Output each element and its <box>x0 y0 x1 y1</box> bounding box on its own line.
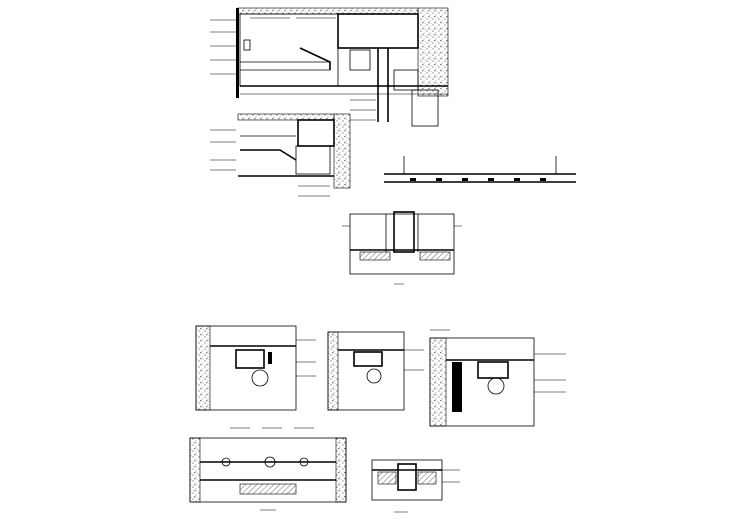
detail-9-frame <box>371 459 443 501</box>
detail-1-large-ceiling-section <box>210 7 449 127</box>
detail-7-cornice-section <box>429 329 566 427</box>
detail-2-light-housing <box>295 145 331 175</box>
detail-9-small-joint-section <box>371 459 460 513</box>
detail-3-clip <box>462 178 468 181</box>
detail-6-frame <box>327 331 405 411</box>
detail-5-profile <box>235 349 265 369</box>
detail-6-cornice-section <box>327 331 424 411</box>
detail-7-profile <box>477 361 509 379</box>
detail-3-suspended-rail-elevation <box>384 156 576 183</box>
detail-1-duct-box <box>337 13 419 49</box>
detail-6-concrete-wall <box>327 331 339 411</box>
detail-2-wall-junction-section <box>210 113 351 197</box>
detail-7-concrete-wall <box>429 337 447 427</box>
detail-1-concrete-wall <box>417 7 449 97</box>
detail-8-fixture <box>299 457 309 467</box>
detail-5-hanger <box>268 352 272 364</box>
detail-1-fixture <box>243 39 251 51</box>
detail-2-concrete-wall <box>333 113 351 189</box>
detail-3-clip <box>488 178 494 181</box>
detail-2-slope-line <box>240 149 297 161</box>
detail-6-profile <box>353 351 383 367</box>
detail-4-frame <box>349 213 455 275</box>
detail-1-left-edge <box>236 8 239 98</box>
detail-6-light-fixture <box>366 368 382 384</box>
detail-1-box <box>393 69 419 91</box>
detail-3-clip <box>514 178 520 181</box>
detail-8-fixture <box>221 457 231 467</box>
detail-8-wide-ceiling-section <box>189 427 347 511</box>
detail-5-light-fixture <box>251 369 269 387</box>
detail-7-light-fixture <box>487 377 505 395</box>
detail-1-concrete-slab <box>237 7 419 15</box>
detail-3-clip <box>410 178 416 181</box>
detail-8-concrete-wall-left <box>189 437 201 503</box>
detail-4-joint-profile <box>393 211 415 253</box>
detail-8-insulation <box>239 483 297 495</box>
detail-8-concrete-wall-right <box>335 437 347 503</box>
detail-1-ceiling-zone <box>239 13 339 87</box>
detail-9-insulation-right <box>417 471 437 485</box>
detail-5-cornice-section <box>195 325 316 411</box>
detail-2-concrete-slab <box>237 113 335 121</box>
detail-8-fixture <box>264 456 276 468</box>
detail-1-light-housing <box>349 49 371 71</box>
detail-1-slope-line <box>299 47 331 70</box>
detail-4-insulation-right <box>419 251 451 261</box>
detail-7-dark-panel <box>452 362 462 412</box>
detail-9-joint-profile <box>397 463 417 491</box>
detail-4-insulation-left <box>359 251 391 261</box>
detail-4-center-joint-section <box>342 211 462 285</box>
detail-2-duct-box <box>297 119 335 147</box>
detail-5-concrete-wall <box>195 325 211 411</box>
detail-1-lower-box <box>411 89 439 127</box>
detail-3-clip <box>540 178 546 181</box>
detail-9-insulation-left <box>377 471 397 485</box>
detail-3-clip <box>436 178 442 181</box>
